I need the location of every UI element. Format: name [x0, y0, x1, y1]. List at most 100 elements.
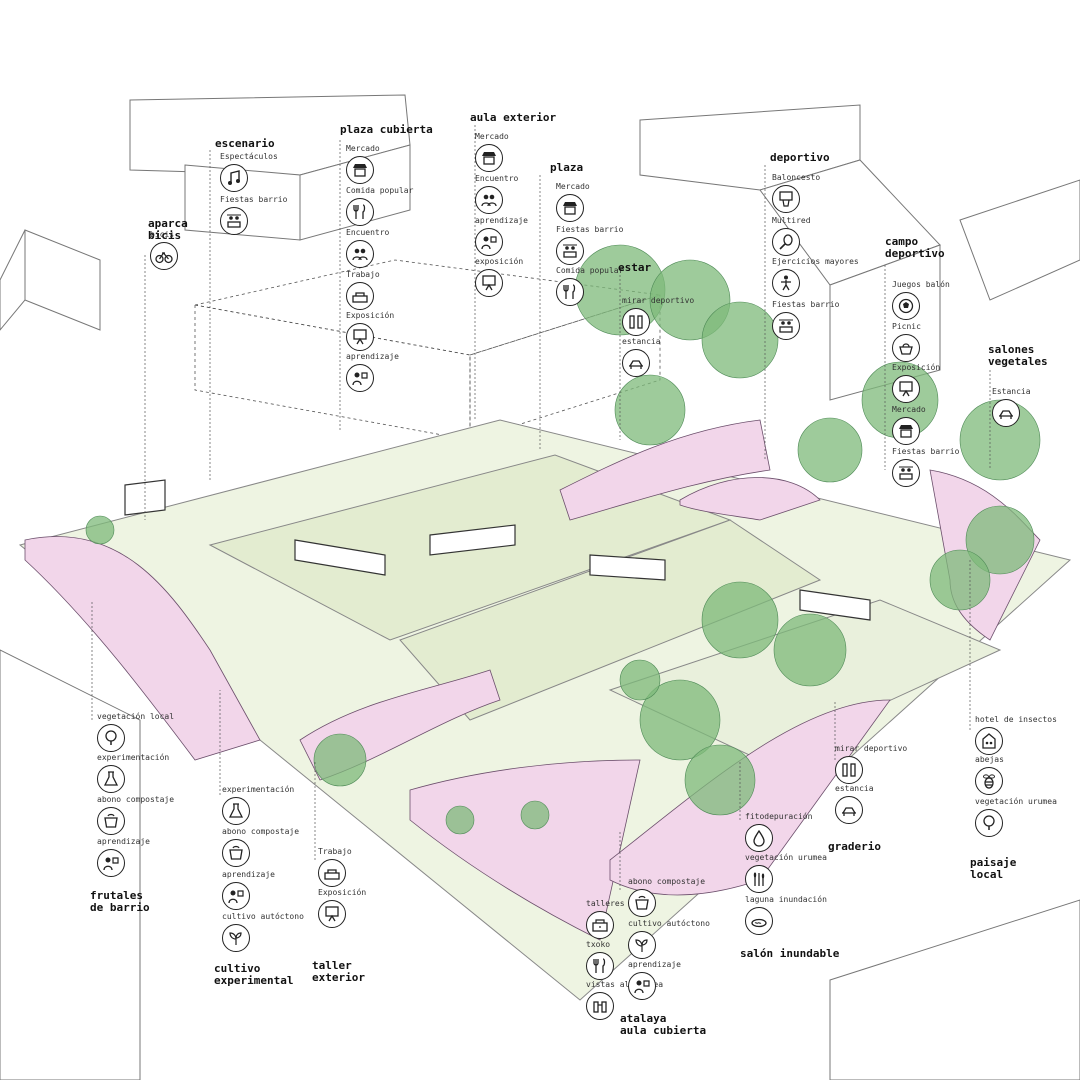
celebration-icon — [772, 312, 800, 340]
salon-inundable-title-line: salón inundable — [740, 947, 840, 960]
basketball-icon — [772, 185, 800, 213]
cutlery-icon — [586, 952, 614, 980]
insect-hotel-icon — [975, 727, 1003, 755]
atalaya-aula-cubierta-activity-label: talleres — [586, 899, 625, 908]
aparca-bicis-activity-label: bicis — [150, 230, 175, 239]
reed-icon — [745, 865, 773, 893]
meeting-icon — [346, 240, 374, 268]
aula-exterior-activity-label: exposición — [475, 257, 524, 266]
cultivo-experimental-activity-label: aprendizaje — [222, 870, 275, 879]
paisaje-local-activity-label: hotel de insectos — [975, 715, 1057, 724]
deportivo-activity-label: Multired — [772, 216, 811, 225]
rest-icon — [992, 399, 1020, 427]
compost-icon — [222, 839, 250, 867]
escenario-activity-label: Fiestas barrio — [220, 195, 288, 204]
compost-icon — [97, 807, 125, 835]
graderio-activity-label: mirar deportivo — [835, 744, 908, 753]
learning-icon — [475, 228, 503, 256]
deportivo-title: deportivo — [770, 152, 830, 164]
plaza-title-line: plaza — [550, 161, 584, 174]
frutales-de-barrio-activity-label: aprendizaje — [97, 837, 150, 846]
frutales-de-barrio-activity-label: vegetación local — [97, 712, 175, 721]
deportivo-activity-label: Baloncesto — [772, 173, 821, 182]
campo-deportivo-activity-label: Exposición — [892, 363, 941, 372]
atalaya-aula-cubierta-activity-label: abono compostaje — [628, 877, 706, 886]
market-icon — [892, 417, 920, 445]
salon-inundable-activity-label: laguna inundación — [745, 895, 827, 904]
plaza-cubierta-activity-label: Encuentro — [346, 228, 390, 237]
atalaya-aula-cubierta-title-line: atalaya — [620, 1012, 667, 1025]
taller-exterior-title-line: exterior — [312, 971, 365, 984]
flask-icon — [222, 797, 250, 825]
rest-icon — [622, 349, 650, 377]
escenario-activity-label: Espectáculos — [220, 152, 278, 161]
aula-exterior-activity-label: Mercado — [475, 132, 509, 141]
plaza-cubierta-activity-label: Trabajo — [346, 270, 380, 279]
trees — [85, 244, 1041, 835]
celebration-icon — [556, 237, 584, 265]
leader-lines — [91, 125, 991, 890]
taller-exterior-title-line: taller — [312, 959, 352, 972]
plant-icon — [628, 931, 656, 959]
water-filter-icon — [745, 824, 773, 852]
salones-vegetales-title-line: vegetales — [988, 355, 1048, 368]
elderly-exercise-icon — [772, 269, 800, 297]
tree-icon — [97, 724, 125, 752]
cutlery-icon — [346, 198, 374, 226]
paisaje-local-title-line: paisaje — [970, 856, 1017, 869]
estar-title: estar — [618, 262, 651, 274]
plaza-activity-label: Comida popular — [556, 266, 624, 275]
pond-icon — [745, 907, 773, 935]
plaza-cubierta-activity-label: Comida popular — [346, 186, 414, 195]
bee-icon — [975, 767, 1003, 795]
plaza-cubierta-activity-label: aprendizaje — [346, 352, 399, 361]
salones-vegetales-activity-label: Estancia — [992, 387, 1031, 396]
frutales-de-barrio-title-line: de barrio — [90, 901, 150, 914]
deportivo-title-line: deportivo — [770, 151, 830, 164]
salon-inundable-activity-label: fitodepuración — [745, 812, 813, 821]
graderio-title: graderio — [828, 841, 881, 853]
plaza-activity-label: Mercado — [556, 182, 590, 191]
exhibition-icon — [318, 900, 346, 928]
learning-icon — [628, 972, 656, 1000]
aparca-bicis-title-line: bicis — [148, 229, 182, 242]
campo-deportivo-title-line: deportivo — [885, 247, 945, 260]
estar-activity-label: estancia — [622, 337, 661, 346]
plaza-cubierta-title: plaza cubierta — [340, 124, 433, 136]
campo-deportivo-activity-label: Picnic — [892, 322, 921, 331]
aula-exterior-activity-label: aprendizaje — [475, 216, 528, 225]
tree-icon — [975, 809, 1003, 837]
plaza-title: plaza — [550, 162, 583, 174]
learning-icon — [222, 882, 250, 910]
escenario-title-line: escenario — [215, 137, 275, 150]
taller-exterior-activity-label: Trabajo — [318, 847, 352, 856]
aula-exterior-title: aula exterior — [470, 112, 556, 124]
aula-exterior-title-line: aula exterior — [470, 111, 557, 124]
cultivo-experimental-activity-label: cultivo autóctono — [222, 912, 304, 921]
deportivo-activity-label: Fiestas barrio — [772, 300, 840, 309]
frutales-de-barrio-activity-label: experimentación — [97, 753, 170, 762]
binoculars-icon — [586, 992, 614, 1020]
bicycle-icon — [150, 242, 178, 270]
racket-icon — [772, 228, 800, 256]
salon-inundable-title: salón inundable — [740, 948, 839, 960]
meeting-icon — [475, 186, 503, 214]
atalaya-aula-cubierta-activity-label: txoko — [586, 940, 611, 949]
atalaya-aula-cubierta-activity-label: vistas al Urumea — [586, 980, 664, 989]
graderio-title-line: graderio — [828, 840, 881, 853]
work-icon — [318, 859, 346, 887]
celebration-icon — [892, 459, 920, 487]
plant-icon — [222, 924, 250, 952]
taller-exterior-activity-label: Exposición — [318, 888, 367, 897]
market-icon — [475, 144, 503, 172]
celebration-icon — [220, 207, 248, 235]
atalaya-aula-cubierta-title-line: aula cubierta — [620, 1024, 707, 1037]
aula-exterior-activity-label: Encuentro — [475, 174, 519, 183]
